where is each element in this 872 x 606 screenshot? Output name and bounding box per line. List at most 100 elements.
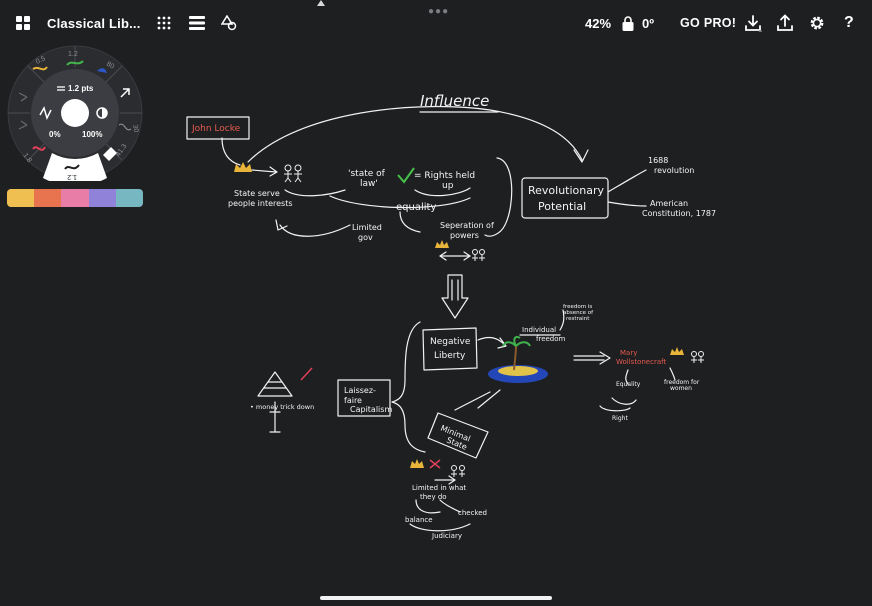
download-button[interactable] <box>744 14 762 32</box>
layers-icon <box>189 16 205 30</box>
rotation-readout[interactable]: 0º <box>642 15 654 31</box>
crown-icon-4 <box>670 347 684 355</box>
svg-text:Limited: Limited <box>352 223 382 232</box>
gallery-button[interactable] <box>16 14 30 32</box>
home-indicator[interactable] <box>320 596 552 600</box>
john-locke-box <box>186 116 250 140</box>
equality-label: equality <box>396 202 436 213</box>
crown-icon-3 <box>410 459 424 468</box>
laissez-faire-box <box>337 379 391 417</box>
check-mark-icon <box>397 167 415 184</box>
svg-text:Wollstonecraft: Wollstonecraft <box>616 358 666 366</box>
svg-text:Liberty: Liberty <box>434 351 466 361</box>
svg-text:Judiciary: Judiciary <box>431 532 462 540</box>
influence-label: Influence <box>420 92 489 110</box>
svg-text:Revolutionary: Revolutionary <box>528 184 605 197</box>
svg-text:powers: powers <box>450 231 479 240</box>
go-pro-button[interactable]: GO PRO! <box>680 16 737 30</box>
influence-arc <box>247 105 583 163</box>
svg-text:they do: they do <box>420 493 447 501</box>
svg-text:Equality: Equality <box>616 381 641 388</box>
brush-preset-2[interactable]: 1.2 <box>68 51 78 58</box>
share-button[interactable] <box>776 14 794 32</box>
eraser-icon <box>103 147 117 161</box>
color-swatches <box>7 189 143 207</box>
svg-text:Constitution, 1787: Constitution, 1787 <box>642 209 716 218</box>
dots-grid-icon <box>157 16 171 30</box>
opacity-max: 100% <box>82 130 102 139</box>
zoom-level[interactable]: 42% <box>585 15 612 31</box>
settings-button[interactable] <box>809 14 825 32</box>
color-swatch-purple[interactable] <box>88 189 116 207</box>
svg-text:gov: gov <box>358 233 373 242</box>
lock-icon <box>622 15 634 31</box>
shapes-button[interactable] <box>221 14 237 32</box>
color-swatch-yellow[interactable] <box>7 189 35 207</box>
color-swatch-orange[interactable] <box>34 189 62 207</box>
svg-text:Limited in what: Limited in what <box>412 484 466 492</box>
brush-wheel[interactable]: 0.5 1.2 80 30 41.3 1.8 1.2 1.2 pts 0% 10… <box>7 45 143 181</box>
svg-text:freedom for: freedom for <box>664 379 700 386</box>
grab-handle-icon[interactable]: ●●● <box>428 6 450 17</box>
document-title[interactable]: Classical Lib... <box>47 15 141 31</box>
svg-text:Capitalism: Capitalism <box>350 405 392 414</box>
smoothing-icon <box>39 106 52 121</box>
shapes-icon <box>221 15 237 31</box>
arrow-tool-icon <box>120 88 130 98</box>
help-button[interactable]: ? <box>844 14 854 32</box>
collapse-caret-icon[interactable] <box>317 0 325 6</box>
svg-text:up: up <box>442 181 454 191</box>
svg-text:American: American <box>650 199 688 208</box>
lasso-icon-2 <box>18 120 28 130</box>
svg-text:revolution: revolution <box>654 166 694 175</box>
svg-text:people interests: people interests <box>228 199 293 208</box>
svg-text:Negative: Negative <box>430 337 471 347</box>
lock-button[interactable] <box>622 14 634 32</box>
svg-text:law': law' <box>360 179 378 189</box>
svg-text:Individual: Individual <box>522 326 556 334</box>
svg-text:Seperation of: Seperation of <box>440 221 494 230</box>
revolutionary-box <box>521 177 609 219</box>
brush-preset-7[interactable]: 1.8 <box>21 152 32 164</box>
svg-text:State serve: State serve <box>234 189 280 198</box>
svg-text:Right: Right <box>612 415 628 422</box>
svg-text:absence of: absence of <box>563 310 594 316</box>
people-icon <box>284 164 704 477</box>
svg-text:Laissez-: Laissez- <box>344 386 376 395</box>
svg-text:Potential: Potential <box>538 200 586 213</box>
layers-button[interactable] <box>189 14 205 32</box>
grid-icon <box>16 16 30 30</box>
pyramid-icon <box>257 371 293 397</box>
svg-text:faire: faire <box>344 396 362 405</box>
crown-icon-2 <box>435 240 449 248</box>
negative-liberty-box <box>422 327 478 371</box>
color-swatch-pink[interactable] <box>61 189 89 207</box>
brush-preset-1[interactable]: 0.5 <box>35 55 47 66</box>
svg-text:'state of: 'state of <box>348 169 386 179</box>
brush-preset-4[interactable]: 30 <box>131 124 139 133</box>
svg-text:= Rights held: = Rights held <box>414 171 475 181</box>
svg-text:Mary: Mary <box>620 349 637 357</box>
crown-icon <box>234 162 252 172</box>
brush-size-readout[interactable]: 1.2 pts <box>68 84 94 93</box>
down-arrow <box>441 274 469 319</box>
svg-text:freedom is: freedom is <box>563 304 592 310</box>
svg-text:restraint: restraint <box>566 316 590 322</box>
island-icon <box>488 335 548 383</box>
brush-preview[interactable] <box>61 99 89 127</box>
color-swatch-teal[interactable] <box>115 189 143 207</box>
svg-text:women: women <box>670 385 692 392</box>
gear-icon <box>810 16 824 30</box>
svg-text:freedom: freedom <box>536 335 566 343</box>
help-icon: ? <box>844 14 854 31</box>
brush-preset-6[interactable]: 1.2 <box>67 173 77 180</box>
svg-text:1688: 1688 <box>648 156 668 165</box>
svg-text:balance: balance <box>405 516 433 524</box>
share-icon <box>777 14 793 31</box>
svg-text:checked: checked <box>458 509 487 517</box>
brush-preset-3[interactable]: 80 <box>105 61 115 71</box>
download-icon <box>745 15 762 32</box>
john-locke-label: John Locke <box>191 124 241 134</box>
grid-dots-button[interactable] <box>157 14 171 32</box>
